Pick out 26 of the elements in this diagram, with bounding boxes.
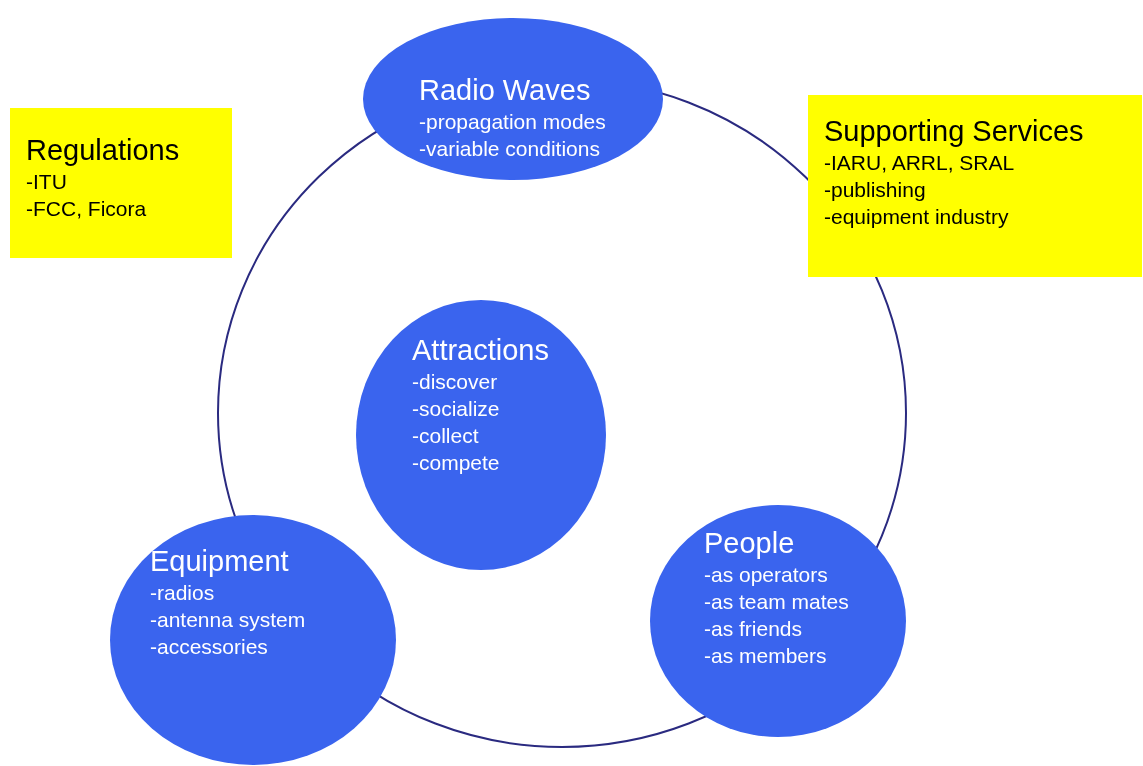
list-item: -as operators	[704, 562, 829, 588]
list-item: -discover	[412, 369, 499, 395]
list-item: -equipment industry	[824, 204, 1010, 230]
heading: Supporting Services	[824, 114, 1084, 149]
list-item: -publishing	[824, 177, 927, 203]
heading: People	[704, 526, 796, 561]
list-item: -accessories	[150, 634, 269, 660]
heading: Regulations	[26, 133, 180, 168]
heading: Equipment	[150, 544, 290, 579]
note-box	[808, 95, 1142, 277]
list-item: -radios	[150, 580, 216, 606]
heading: Attractions	[412, 333, 549, 368]
list-item: -propagation modes	[419, 109, 606, 135]
list-item: -antenna system	[150, 607, 306, 633]
list-item: -collect	[412, 423, 480, 449]
list-item: -FCC, Ficora	[26, 196, 148, 222]
heading: Radio Waves	[419, 73, 592, 108]
list-item: -IARU, ARRL, SRAL	[824, 150, 1016, 176]
list-item: -socialize	[412, 396, 501, 422]
list-item: -as members	[704, 643, 828, 669]
list-item: -as friends	[704, 616, 804, 642]
list-item: -variable conditions	[419, 136, 601, 162]
list-item: -compete	[412, 450, 501, 476]
list-item: -as team mates	[704, 589, 849, 615]
list-item: -ITU	[26, 169, 68, 195]
note-box	[10, 108, 232, 258]
